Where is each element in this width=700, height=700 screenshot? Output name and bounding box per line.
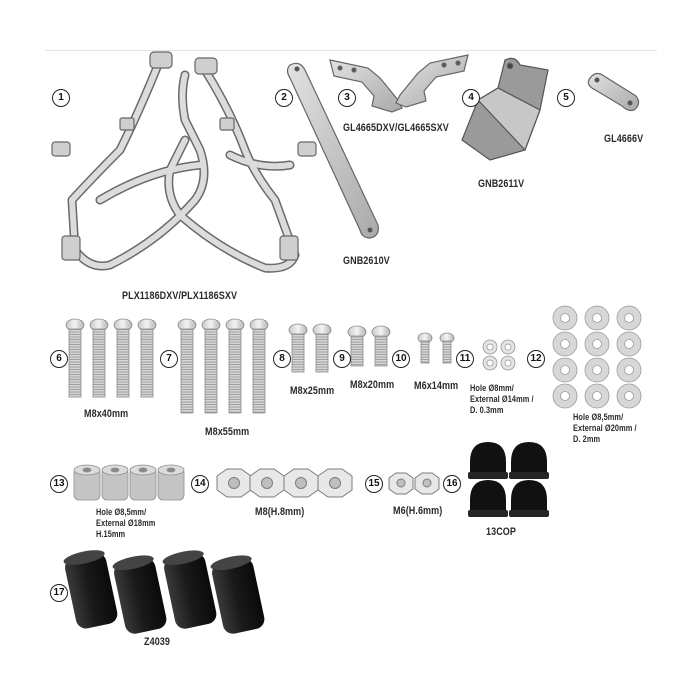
part-label-1: PLX1186DXV/PLX1186SXV — [122, 290, 238, 302]
screws-m6x14-image — [417, 332, 455, 364]
large-washers-image — [552, 305, 642, 409]
part-label-11: Hole Ø8mm/ External Ø14mm / D. 0.3mm — [470, 383, 534, 415]
thin-washers-image — [482, 339, 516, 371]
part-number-6: 6 — [50, 350, 68, 368]
part-number-14: 14 — [191, 475, 209, 493]
part-number-7: 7 — [160, 350, 178, 368]
nuts-m6-image — [388, 472, 440, 495]
part-number-16: 16 — [443, 475, 461, 493]
spacers-image — [73, 464, 185, 501]
part-label-6: M8x40mm — [84, 408, 129, 420]
screws-m8x55-image — [177, 318, 269, 414]
part-number-11: 11 — [456, 350, 474, 368]
side-frame-image — [51, 51, 317, 273]
part-label-2: GNB2610V — [343, 255, 390, 267]
bracket-pair-image — [329, 54, 469, 113]
part-number-4: 4 — [462, 89, 480, 107]
hood-bracket-image — [461, 57, 549, 161]
part-number-8: 8 — [273, 350, 291, 368]
top-divider — [45, 50, 657, 51]
part-number-1: 1 — [52, 89, 70, 107]
part-number-15: 15 — [365, 475, 383, 493]
part-number-2: 2 — [275, 89, 293, 107]
part-label-17: Z4039 — [144, 636, 170, 648]
part-label-15: M6(H.6mm) — [393, 505, 443, 517]
part-label-8: M8x25mm — [290, 385, 335, 397]
part-label-5: GL4666V — [604, 133, 644, 145]
small-plate-image — [587, 72, 640, 112]
part-label-13: Hole Ø8,5mm/ External Ø18mm H.15mm — [96, 507, 156, 539]
screws-m8x25-image — [288, 323, 332, 373]
part-label-4: GNB2611V — [478, 178, 525, 190]
part-number-12: 12 — [527, 350, 545, 368]
part-label-7: M8x55mm — [205, 426, 250, 438]
part-number-13: 13 — [50, 475, 68, 493]
part-label-12: Hole Ø8,5mm/ External Ø20mm / D. 2mm — [573, 412, 637, 444]
nuts-m8-image — [216, 468, 353, 498]
screws-m8x20-image — [347, 325, 391, 367]
part-label-14: M8(H.8mm) — [255, 506, 305, 518]
part-number-9: 9 — [333, 350, 351, 368]
part-label-10: M6x14mm — [414, 380, 459, 392]
part-number-10: 10 — [392, 350, 410, 368]
part-label-9: M8x20mm — [350, 379, 395, 391]
part-number-3: 3 — [338, 89, 356, 107]
long-bar-image — [286, 62, 379, 239]
caps-image — [468, 442, 549, 517]
rubber-sleeves-image — [63, 550, 265, 634]
part-label-3: GL4665DXV/GL4665SXV — [343, 122, 449, 134]
screws-m8x40-image — [65, 318, 157, 398]
part-number-17: 17 — [50, 584, 68, 602]
part-number-5: 5 — [557, 89, 575, 107]
part-label-16: 13COP — [486, 526, 516, 538]
